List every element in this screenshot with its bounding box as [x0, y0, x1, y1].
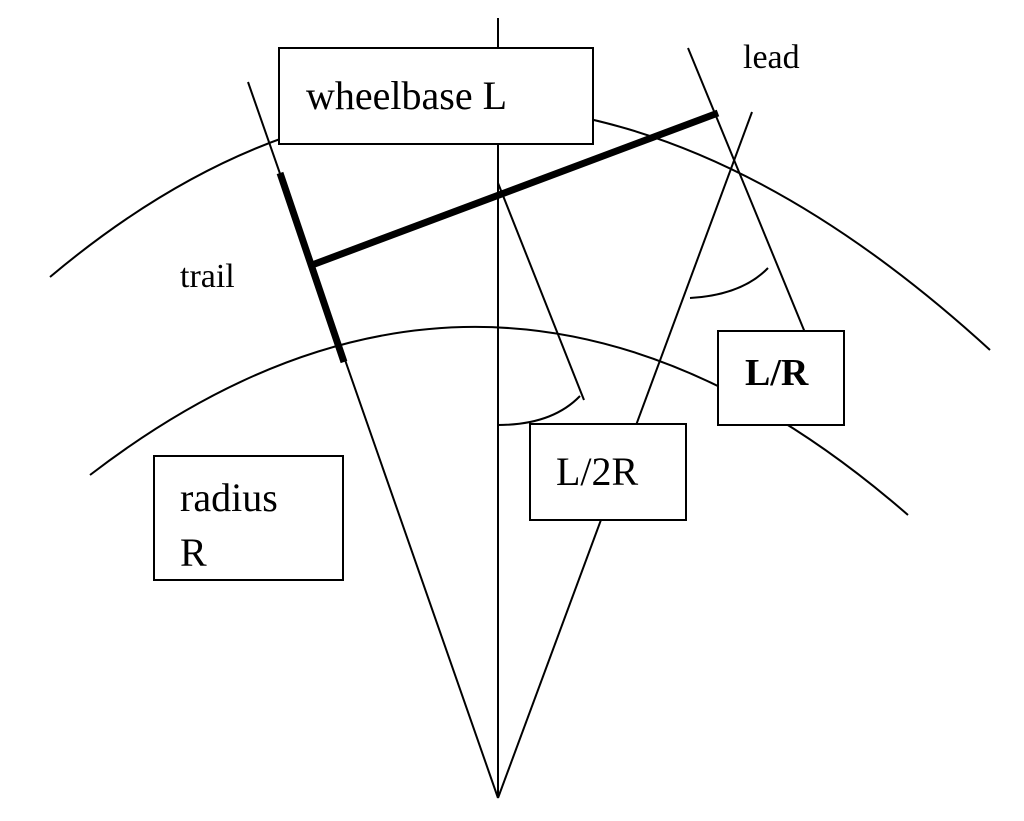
trail-wheel-segment: [276, 171, 348, 364]
l-over-2r-label: L/2R: [556, 449, 639, 494]
wheelbase-label: wheelbase L: [306, 73, 507, 118]
l-over-r-box: [717, 330, 845, 426]
l-over-r-label: L/R: [745, 352, 809, 394]
angle-arc-l-over-2r: [497, 395, 581, 426]
lead-label: lead: [743, 39, 800, 76]
wheelbase-chord: [310, 109, 720, 269]
radius-box: [153, 455, 344, 581]
l-over-2r-box: [529, 423, 687, 521]
angle-arc-l-over-r: [689, 267, 769, 299]
midpoint-perpendicular-line: [497, 182, 585, 401]
radius-label-line2: R: [180, 530, 207, 575]
trail-label: trail: [180, 258, 235, 295]
radius-label-line1: radius: [180, 475, 278, 520]
wheelbase-box: [278, 47, 594, 145]
